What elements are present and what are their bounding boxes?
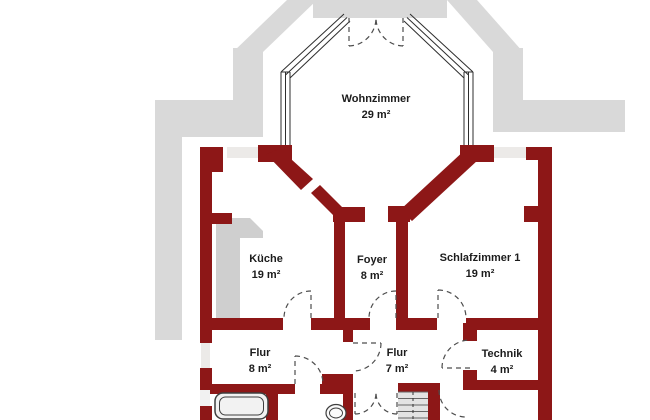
room-label-wohnzimmer: Wohnzimmer 29 m² [342,91,411,123]
staircase-icon [398,391,428,420]
room-name: Foyer [357,254,387,266]
bathtub-icon [214,392,269,420]
chimney-block [216,218,263,320]
door-swing-schlafzimmer [437,289,467,319]
room-name: Flur [386,347,408,359]
room-area: 8 m² [248,363,272,375]
room-area: 19 m² [465,268,495,280]
room-label-flur-7: Flur 7 m² [386,345,409,377]
room-area: 19 m² [251,269,281,281]
door-swing-flur8-bottom [294,355,324,385]
room-label-kueche: Küche 19 m² [249,251,283,283]
door-swings-layer [283,17,471,418]
room-name: Wohnzimmer [341,93,411,105]
door-swing-foyer [368,290,397,319]
sink-icon [325,403,347,420]
room-name: Schlafzimmer 1 [439,252,521,264]
room-name: Technik [481,348,523,360]
window-left-upper [201,343,210,368]
room-label-flur-8: Flur 8 m² [249,345,272,377]
room-area: 29 m² [361,109,391,121]
double-door-swing-bottom [354,392,398,415]
bay-window-glazing [280,13,474,145]
room-label-schlafzimmer-1: Schlafzimmer 1 19 m² [440,250,521,282]
window-top-left [227,147,258,158]
door-swing-kueche [283,290,312,319]
door-swing-stair-room [438,389,467,418]
room-name: Küche [249,253,283,265]
door-swing-flur-center [352,342,382,372]
room-name: Flur [249,347,271,359]
windows-layer [200,147,526,406]
room-area: 4 m² [490,364,514,376]
french-door-swing-wohnzimmer [348,17,404,47]
walls-layer [200,145,552,420]
door-swing-technik [441,339,471,369]
window-left-lower [200,390,210,406]
room-area: 7 m² [385,363,409,375]
adjacent-building-outline [155,0,625,340]
room-area: 8 m² [360,270,384,282]
room-label-foyer: Foyer 8 m² [357,252,387,284]
room-label-technik: Technik 4 m² [482,346,523,378]
window-top-right [494,147,526,158]
